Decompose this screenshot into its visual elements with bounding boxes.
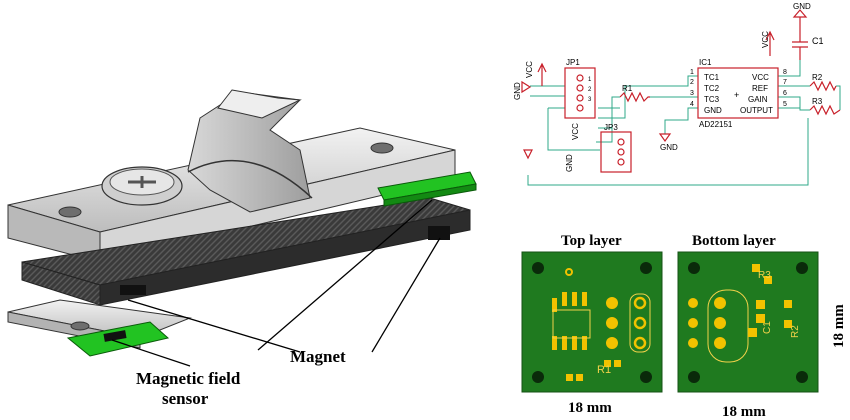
gnd-top-icon <box>792 9 808 30</box>
ic-pin-num-r2: 7 <box>783 79 787 86</box>
pcb-bottom-r3: R3 <box>758 270 771 281</box>
ic-pin-num-l2: 2 <box>690 79 694 86</box>
gnd-ic-icon <box>658 133 672 143</box>
dim-height: 18 mm <box>831 304 847 348</box>
ic1-body <box>697 67 779 119</box>
ic-pin-left-2: TC2 <box>704 84 720 93</box>
jp1-pin-3: 3 <box>588 97 592 103</box>
label-sensor-line1: Magnetic field <box>136 369 241 388</box>
ic-pin-left-1: TC1 <box>704 73 720 82</box>
r3-resistor-icon <box>809 104 841 116</box>
sch-vcc-jp3: VCC <box>571 123 580 140</box>
c1-capacitor-icon <box>792 30 808 60</box>
label-sensor-line2: sensor <box>162 389 209 408</box>
ic-pin-num-r1: 8 <box>783 69 787 76</box>
sch-c1: C1 <box>812 36 824 46</box>
leader-sensor <box>111 339 191 367</box>
ic-pin-right-4: OUTPUT <box>740 106 773 115</box>
dim-width-top: 18 mm <box>568 400 612 416</box>
leader-magnet-1 <box>127 299 301 353</box>
jp3-connector <box>600 131 632 173</box>
bracket-curve <box>187 159 313 199</box>
jp1-pin-1: 1 <box>588 77 592 83</box>
ic-pin-right-3: GAIN <box>748 95 768 104</box>
sch-vcc-jp1: VCC <box>525 61 534 78</box>
label-bottom-layer: Bottom layer <box>692 233 776 249</box>
pcb-top-layer: R1 <box>521 251 663 393</box>
schematic-symbols <box>521 9 841 173</box>
sch-jp1: JP1 <box>566 58 580 67</box>
pcb-bottom-r2: R2 <box>790 325 801 338</box>
leader-magnet-2 <box>257 199 433 351</box>
sensor-board-top-side <box>383 183 477 207</box>
sch-gnd-jp1: GND <box>513 82 522 100</box>
sch-r3: R3 <box>812 97 823 106</box>
vcc-jp1-icon <box>537 62 547 86</box>
schematic-wires <box>527 60 841 186</box>
ic-pin-left-4: GND <box>704 106 722 115</box>
ic-pin-num-r4: 5 <box>783 101 787 108</box>
sch-r2: R2 <box>812 73 823 82</box>
housing-hole-left <box>58 206 82 218</box>
jp1-pin-2: 2 <box>588 87 592 93</box>
sch-r1: R1 <box>622 84 633 93</box>
sch-jp3: JP3 <box>604 123 618 132</box>
pcb-bottom-c1: C1 <box>762 321 773 334</box>
assembly-drawing: Magnet Magnetic field sensor <box>7 89 477 408</box>
vcc-arrow-icon <box>765 30 775 56</box>
gnd-jp3-icon <box>523 149 533 160</box>
ic-pin-right-1: VCC <box>752 73 769 82</box>
pcb-bottom-layer: R3 C1 R2 <box>677 251 819 393</box>
sensor-chip-bottom <box>103 330 127 342</box>
ic-pin-num-l4: 4 <box>690 101 694 108</box>
dim-width-bottom: 18 mm <box>722 404 766 420</box>
schematic: GND VCC C1 JP1 JP3 IC1 AD22151 R1 R2 R3 … <box>513 2 841 186</box>
magnet-block-left <box>120 285 146 295</box>
bracket-top <box>217 89 302 119</box>
screw-cross-icon <box>128 176 156 188</box>
r2-resistor-icon <box>809 80 837 92</box>
gnd-jp1-icon <box>521 80 532 94</box>
label-top-layer: Top layer <box>561 233 622 249</box>
sch-ic-part: AD22151 <box>699 120 733 129</box>
ic-pin-left-3: TC3 <box>704 95 720 104</box>
bottom-plate-hole <box>70 321 90 331</box>
housing-hole-right <box>370 142 394 154</box>
label-magnet: Magnet <box>290 347 346 366</box>
bracket <box>187 91 311 213</box>
pcb-layouts: Top layer Bottom layer <box>521 233 847 420</box>
sch-gnd-ic: GND <box>660 143 678 152</box>
ic-pin-right-2: REF <box>752 84 768 93</box>
sch-gnd-jp3: GND <box>565 154 574 172</box>
pcb-top-r1: R1 <box>597 364 611 376</box>
carbon-layer-side <box>99 209 471 306</box>
sch-ic1: IC1 <box>699 58 712 67</box>
jp1-connector <box>564 67 596 119</box>
sch-gnd-top: GND <box>793 2 811 11</box>
ic-pin-num-l1: 1 <box>690 69 694 76</box>
ic-pin-num-l3: 3 <box>690 90 694 97</box>
sch-plus: + <box>734 90 739 100</box>
ic-pin-num-r3: 6 <box>783 90 787 97</box>
leader-magnet-3 <box>371 237 441 353</box>
r1-resistor-icon <box>619 91 650 103</box>
sch-vcc-cap: VCC <box>761 31 770 48</box>
magnet-block-right <box>428 226 450 240</box>
